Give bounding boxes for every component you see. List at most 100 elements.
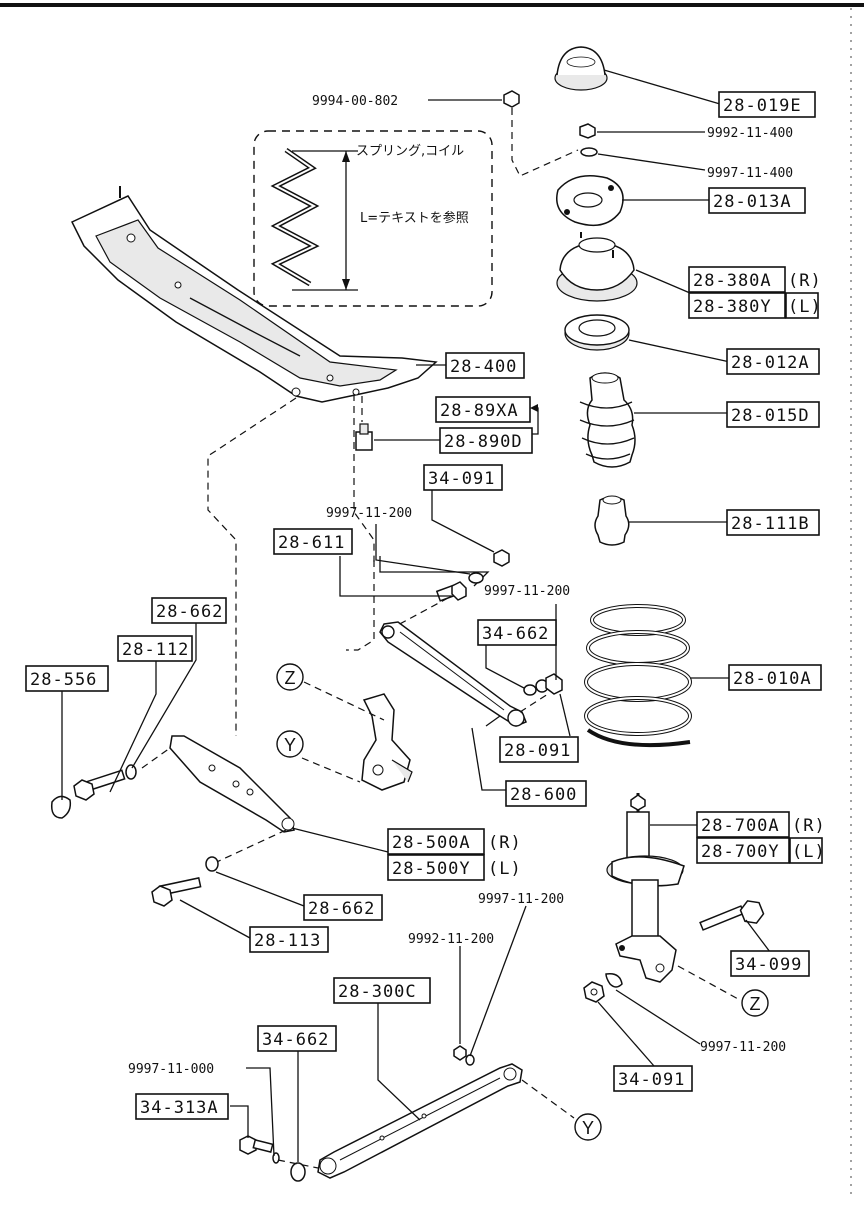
cap-28-556-illustration	[50, 795, 72, 819]
part-number-28-012A[interactable]: 28-012A	[731, 353, 810, 373]
part-number-28-662-b[interactable]: 28-662	[308, 899, 375, 919]
part-number-28-662-a[interactable]: 28-662	[156, 602, 223, 622]
label-box-28-662-a	[151, 597, 227, 624]
side-left-28-700Y: (L)	[792, 842, 826, 862]
leader-28-500	[291, 827, 389, 853]
crossmember-illustration	[70, 186, 438, 403]
part-number-34-313A[interactable]: 34-313A	[140, 1098, 219, 1118]
part-number-28-600[interactable]: 28-600	[510, 785, 577, 805]
part-number-28-890D[interactable]: 28-890D	[444, 432, 523, 452]
link-bolt-illustration	[435, 581, 467, 602]
part-number-28-300C[interactable]: 28-300C	[338, 982, 417, 1002]
part-number-28-112[interactable]: 28-112	[122, 640, 189, 660]
part-number-28-700Y[interactable]: 28-700Y	[701, 842, 780, 862]
label-box-34-099	[730, 950, 810, 977]
dash-bolt-to-link	[277, 1159, 319, 1169]
leader-28-012A	[628, 339, 731, 363]
link-end-nuts-illustration	[523, 673, 563, 696]
side-right-28-700A: (R)	[792, 816, 826, 836]
part-number-28-010A[interactable]: 28-010A	[733, 669, 812, 689]
trailing-link-illustration	[317, 1063, 523, 1179]
leader-34-313A	[230, 1105, 249, 1138]
label-box-34-313A	[135, 1093, 229, 1120]
leader-28-091	[559, 693, 571, 737]
part-number-28-700A[interactable]: 28-700A	[701, 816, 780, 836]
label-box-28-300C	[333, 977, 431, 1004]
bolt-28-113-illustration	[151, 877, 202, 907]
side-right-28-380A: (R)	[788, 271, 822, 291]
lower-nut-illustration	[583, 981, 605, 1003]
label-box-28-400	[445, 352, 525, 379]
label-box-34-091-a	[423, 464, 503, 491]
knuckle-bracket-illustration	[361, 693, 413, 791]
part-number-28-113[interactable]: 28-113	[254, 931, 321, 951]
part-number-9997-11-000[interactable]: 9997-11-000	[128, 1062, 214, 1077]
leader-28-380	[635, 269, 691, 294]
part-number-28-556[interactable]: 28-556	[30, 670, 97, 690]
label-box-28-091	[499, 736, 579, 763]
part-number-28-013A[interactable]: 28-013A	[713, 192, 792, 212]
spring-note-coil-sketch	[270, 147, 320, 287]
lower-washer-illustration	[605, 972, 623, 988]
label-box-28-662-b	[303, 894, 383, 921]
dash-crossmember-to-lower-arm	[207, 397, 297, 736]
nut-illustration	[579, 123, 596, 139]
dash-nut-to-mount	[511, 108, 579, 177]
leader-28-300C	[377, 1002, 421, 1121]
part-number-34-662-a[interactable]: 34-662	[482, 624, 549, 644]
part-number-28-015D[interactable]: 28-015D	[731, 406, 810, 426]
leader-28-112	[109, 658, 157, 793]
part-number-28-380A[interactable]: 28-380A	[693, 271, 772, 291]
label-box-28-500Y	[387, 854, 485, 881]
dash-arm-to-washer	[207, 829, 287, 867]
label-box-28-113	[249, 926, 329, 953]
part-number-28-500Y[interactable]: 28-500Y	[392, 859, 471, 879]
part-number-9992-11-200[interactable]: 9992-11-200	[408, 932, 494, 947]
part-number-34-091-a[interactable]: 34-091	[428, 469, 495, 489]
label-box-28-112	[117, 635, 193, 662]
leader-9997-11-000	[246, 1067, 275, 1157]
callout-z-top-label: Z	[285, 668, 296, 688]
leader-28-019E	[603, 69, 721, 105]
part-number-9992-11-400[interactable]: 9992-11-400	[707, 126, 793, 141]
link-nut-illustration	[493, 549, 510, 567]
leader-28-600-a	[485, 715, 501, 727]
side-left-28-500Y: (L)	[488, 859, 522, 879]
part-number-9997-11-200-c[interactable]: 9997-11-200	[478, 892, 564, 907]
leader-9997-11-200-c	[469, 905, 527, 1057]
dust-cap-illustration	[554, 46, 608, 91]
part-number-34-662-b[interactable]: 34-662	[262, 1030, 329, 1050]
part-number-9997-11-200-d[interactable]: 9997-11-200	[700, 1040, 786, 1055]
spring-length-note: L=テキストを参照	[360, 210, 469, 226]
part-number-9997-11-200-a[interactable]: 9997-11-200	[326, 506, 412, 521]
dust-boot-illustration	[579, 372, 636, 468]
part-number-28-611[interactable]: 28-611	[278, 533, 345, 553]
trailing-bolt-illustration	[239, 1135, 274, 1155]
lower-arm-illustration	[169, 735, 295, 833]
part-number-28-091[interactable]: 28-091	[504, 741, 571, 761]
part-number-28-380Y[interactable]: 28-380Y	[693, 297, 772, 317]
part-number-34-099[interactable]: 34-099	[735, 955, 802, 975]
part-number-28-019E[interactable]: 28-019E	[723, 96, 802, 116]
lateral-link-illustration	[379, 621, 527, 727]
part-number-28-89XA[interactable]: 28-89XA	[440, 401, 519, 421]
bumper-stopper-illustration	[355, 423, 373, 451]
strut-mount-illustration	[556, 232, 638, 302]
label-box-L1	[785, 292, 819, 319]
label-box-28-019E	[718, 91, 816, 118]
label-box-28-556	[25, 665, 109, 692]
part-number-28-400[interactable]: 28-400	[450, 357, 517, 377]
part-number-9997-11-400[interactable]: 9997-11-400	[707, 166, 793, 181]
part-number-34-091-b[interactable]: 34-091	[618, 1070, 685, 1090]
coil-spring-illustration	[584, 604, 692, 748]
part-number-28-500A[interactable]: 28-500A	[392, 833, 471, 853]
arrow-left-icon	[530, 404, 538, 412]
mount-plate-illustration	[556, 175, 624, 227]
part-number-9994-00-802[interactable]: 9994-00-802	[312, 94, 398, 109]
part-number-9997-11-200-b[interactable]: 9997-11-200	[484, 584, 570, 599]
bump-stop-illustration	[594, 495, 630, 546]
leader-34-091-b	[597, 1001, 655, 1067]
leader-34-099	[745, 919, 771, 953]
part-number-28-111B[interactable]: 28-111B	[731, 514, 810, 534]
dash-y-top	[301, 757, 361, 783]
